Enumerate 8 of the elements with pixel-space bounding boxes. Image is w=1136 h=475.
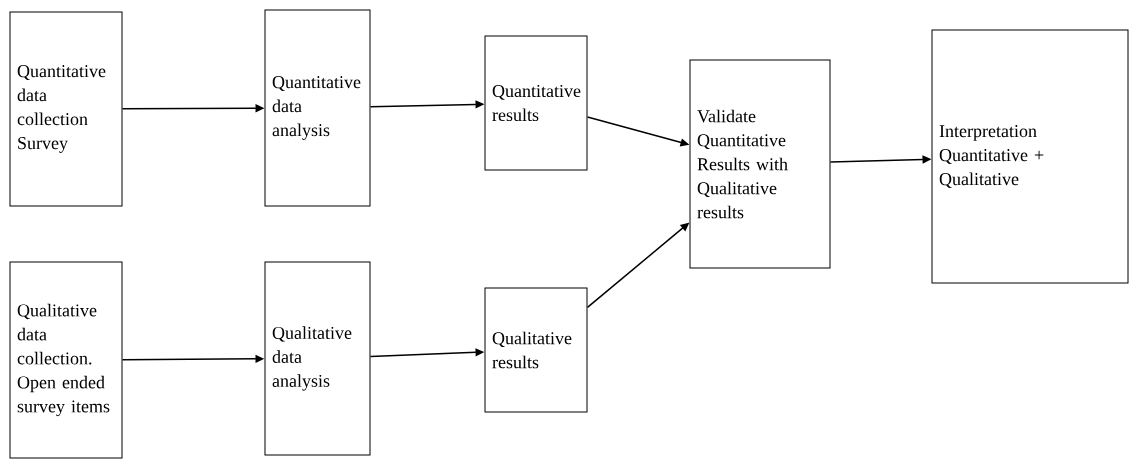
process-box: Quantitative data analysis [264,9,371,207]
process-box: Quantitative results [484,35,588,171]
process-box: Interpretation Quantitative + Qualitative [931,29,1129,284]
process-box: Qualitative data collection. Open ended survey items [9,261,123,459]
process-box: Qualitative results [484,287,588,413]
process-box: Validate Quantitative Results with Qualitative results [689,59,831,269]
process-box: Qualitative data analysis [264,261,371,456]
process-box: Quantitative data collection Survey [9,11,123,207]
